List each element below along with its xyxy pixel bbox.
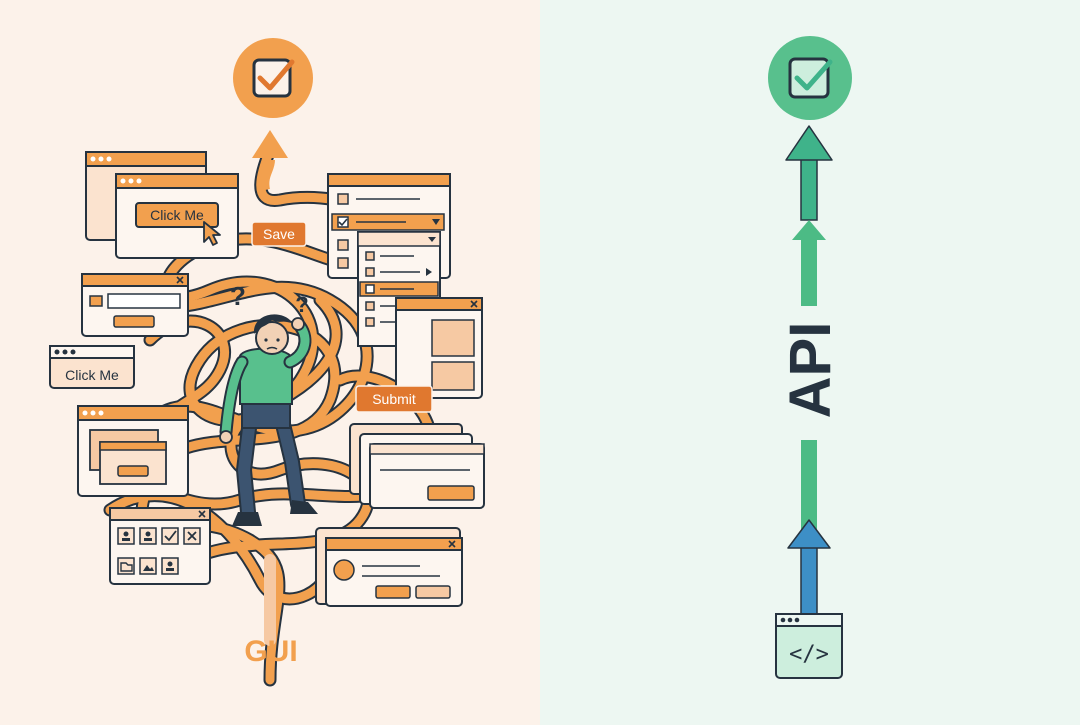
text-field[interactable] <box>108 294 180 308</box>
save-button[interactable]: Save <box>252 222 306 246</box>
user-icon <box>146 532 151 537</box>
api-goal <box>768 36 852 120</box>
window-click-me-primary: Click Me <box>116 174 238 258</box>
question-mark-icon: ? <box>230 281 246 311</box>
avatar <box>334 560 354 580</box>
submit-button[interactable]: Submit <box>356 386 432 412</box>
click-me-button-secondary[interactable]: Click Me <box>65 367 119 383</box>
gui-goal <box>233 38 313 118</box>
click-me-label-secondary: Click Me <box>65 367 119 383</box>
click-me-label-primary: Click Me <box>150 207 204 223</box>
user-icon <box>168 562 173 567</box>
window-input-dialog <box>82 274 188 336</box>
window-click-me-secondary: Click Me <box>50 346 134 388</box>
window-right-panel <box>396 298 482 398</box>
question-mark-icon: ? <box>295 292 308 317</box>
code-window: </> <box>776 614 842 678</box>
submit-label: Submit <box>372 391 416 407</box>
window-profile-card <box>316 528 462 606</box>
user-icon <box>124 532 129 537</box>
window-card-stack <box>350 424 484 508</box>
code-icon: </> <box>789 642 829 667</box>
gui-label: GUI <box>244 635 297 668</box>
window-nested-stack <box>78 406 188 496</box>
api-label: API <box>778 322 843 419</box>
window-icon-grid <box>110 508 210 584</box>
save-label: Save <box>263 226 295 242</box>
